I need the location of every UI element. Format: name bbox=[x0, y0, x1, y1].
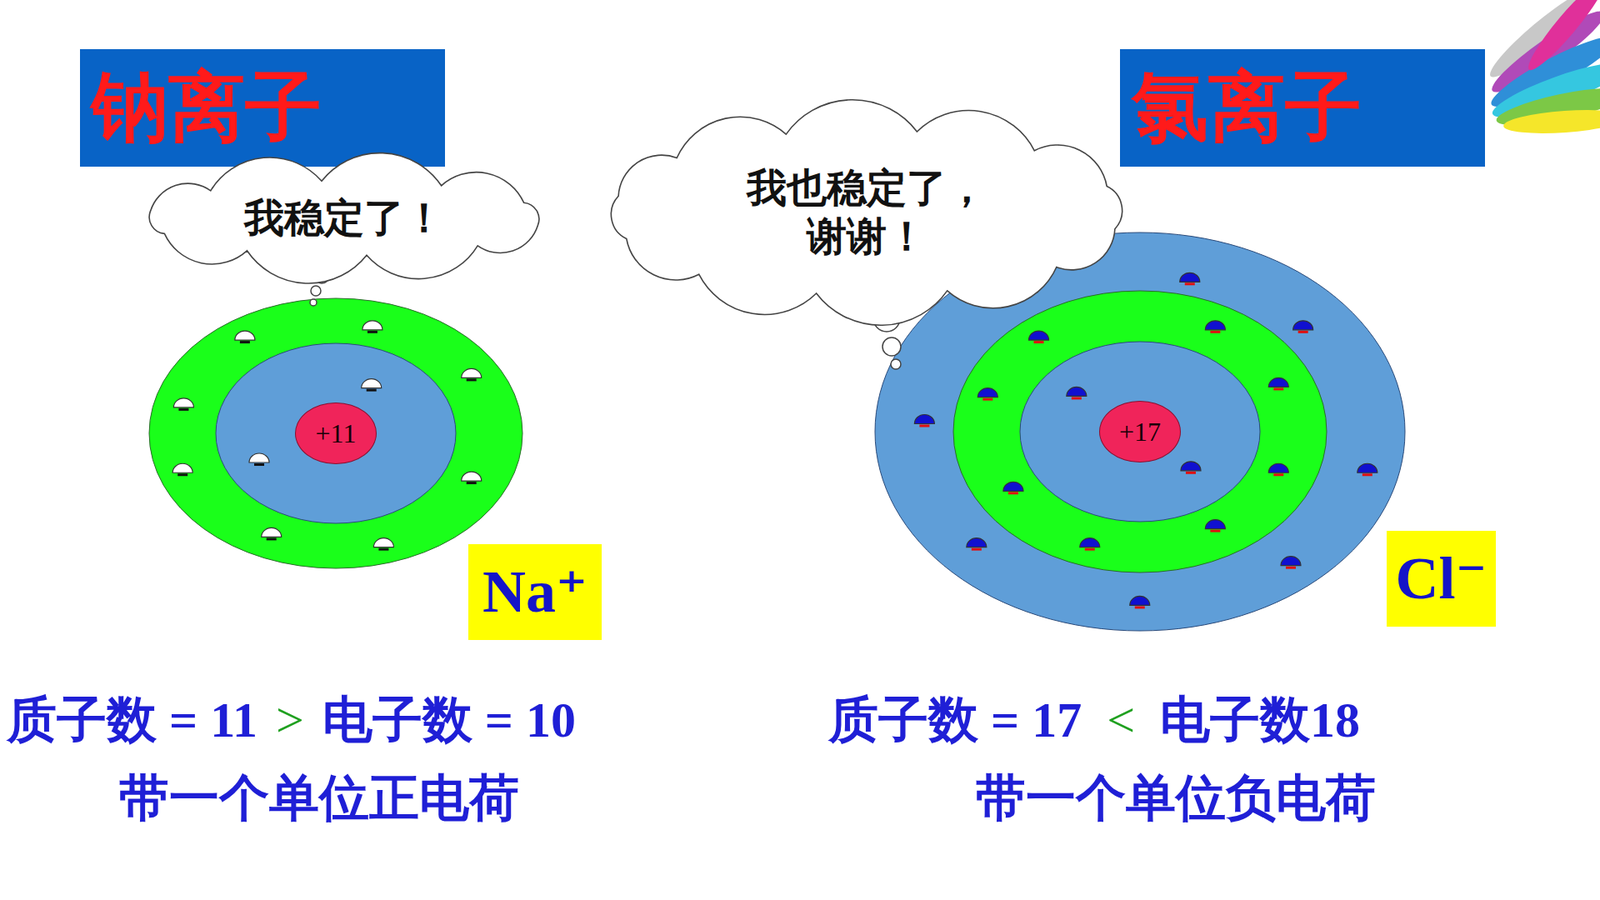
electron bbox=[1003, 481, 1024, 495]
electrons bbox=[172, 272, 1378, 609]
ion-symbol-box: Cl⁻ bbox=[1386, 530, 1496, 627]
count-comparison: > bbox=[275, 691, 305, 750]
ion-symbol-box: Na⁺ bbox=[468, 544, 602, 640]
electron bbox=[1066, 386, 1087, 400]
charge-note: 带一个单位负电荷 bbox=[975, 770, 1376, 828]
count-comparison: 电子数18 bbox=[1160, 691, 1360, 750]
electron bbox=[1280, 556, 1301, 570]
node-label: 氯离子 bbox=[1131, 61, 1362, 154]
electron bbox=[373, 538, 394, 551]
node-label: Cl⁻ bbox=[1395, 542, 1487, 615]
electron bbox=[1205, 520, 1225, 533]
electron bbox=[914, 414, 935, 427]
electron bbox=[1293, 320, 1314, 334]
electron bbox=[1080, 538, 1100, 551]
electron bbox=[1130, 595, 1150, 609]
cloud-shape bbox=[610, 100, 1122, 326]
feather-decoration bbox=[1483, 0, 1600, 137]
thought-cloud: 我也稳定了，谢谢！ bbox=[600, 118, 1134, 307]
speech-text: 我稳定了！ bbox=[244, 194, 445, 243]
electron bbox=[977, 388, 998, 401]
electron bbox=[461, 368, 482, 381]
sodium-ion-atom bbox=[149, 298, 523, 569]
electron bbox=[1205, 320, 1225, 334]
label-row: 质子数 = 11 > 电子数 = 10 bbox=[6, 691, 576, 750]
electron bbox=[461, 471, 482, 485]
electron bbox=[235, 330, 255, 344]
electron bbox=[966, 538, 987, 551]
label-row: 质子数 = 17 < 电子数18 bbox=[828, 691, 1360, 750]
electron bbox=[261, 527, 282, 540]
node-label: Na⁺ bbox=[482, 555, 588, 628]
nucleus: +17 bbox=[1099, 400, 1181, 463]
nucleus: +11 bbox=[295, 402, 377, 465]
electron bbox=[249, 453, 270, 466]
electron bbox=[1268, 377, 1289, 390]
count-comparison: < bbox=[1106, 691, 1135, 750]
nuclear-charge: +11 bbox=[315, 417, 357, 450]
title-box: 氯离子 bbox=[1120, 49, 1485, 167]
electron bbox=[1357, 463, 1378, 476]
count-comparison: 质子数 = 11 bbox=[6, 691, 258, 750]
electron bbox=[1180, 272, 1200, 285]
electron bbox=[1268, 463, 1289, 476]
electron bbox=[1180, 461, 1201, 475]
title-box: 钠离子 bbox=[80, 49, 445, 167]
electron bbox=[173, 398, 194, 411]
electron bbox=[1029, 330, 1050, 344]
cloud-shape bbox=[149, 153, 540, 284]
electron-group bbox=[172, 320, 482, 551]
count-comparison: 电子数 = 10 bbox=[322, 691, 576, 750]
speech-text: 我也稳定了，谢谢！ bbox=[738, 164, 995, 260]
count-comparison: 质子数 = 17 bbox=[828, 691, 1082, 750]
electron bbox=[172, 463, 193, 476]
electron-group bbox=[914, 272, 1377, 609]
electron bbox=[361, 379, 382, 392]
electron bbox=[362, 320, 383, 334]
nuclear-charge: +17 bbox=[1119, 415, 1161, 448]
node-label: 钠离子 bbox=[91, 61, 322, 154]
charge-note: 带一个单位正电荷 bbox=[119, 770, 520, 828]
thought-cloud: 我稳定了！ bbox=[133, 169, 555, 268]
